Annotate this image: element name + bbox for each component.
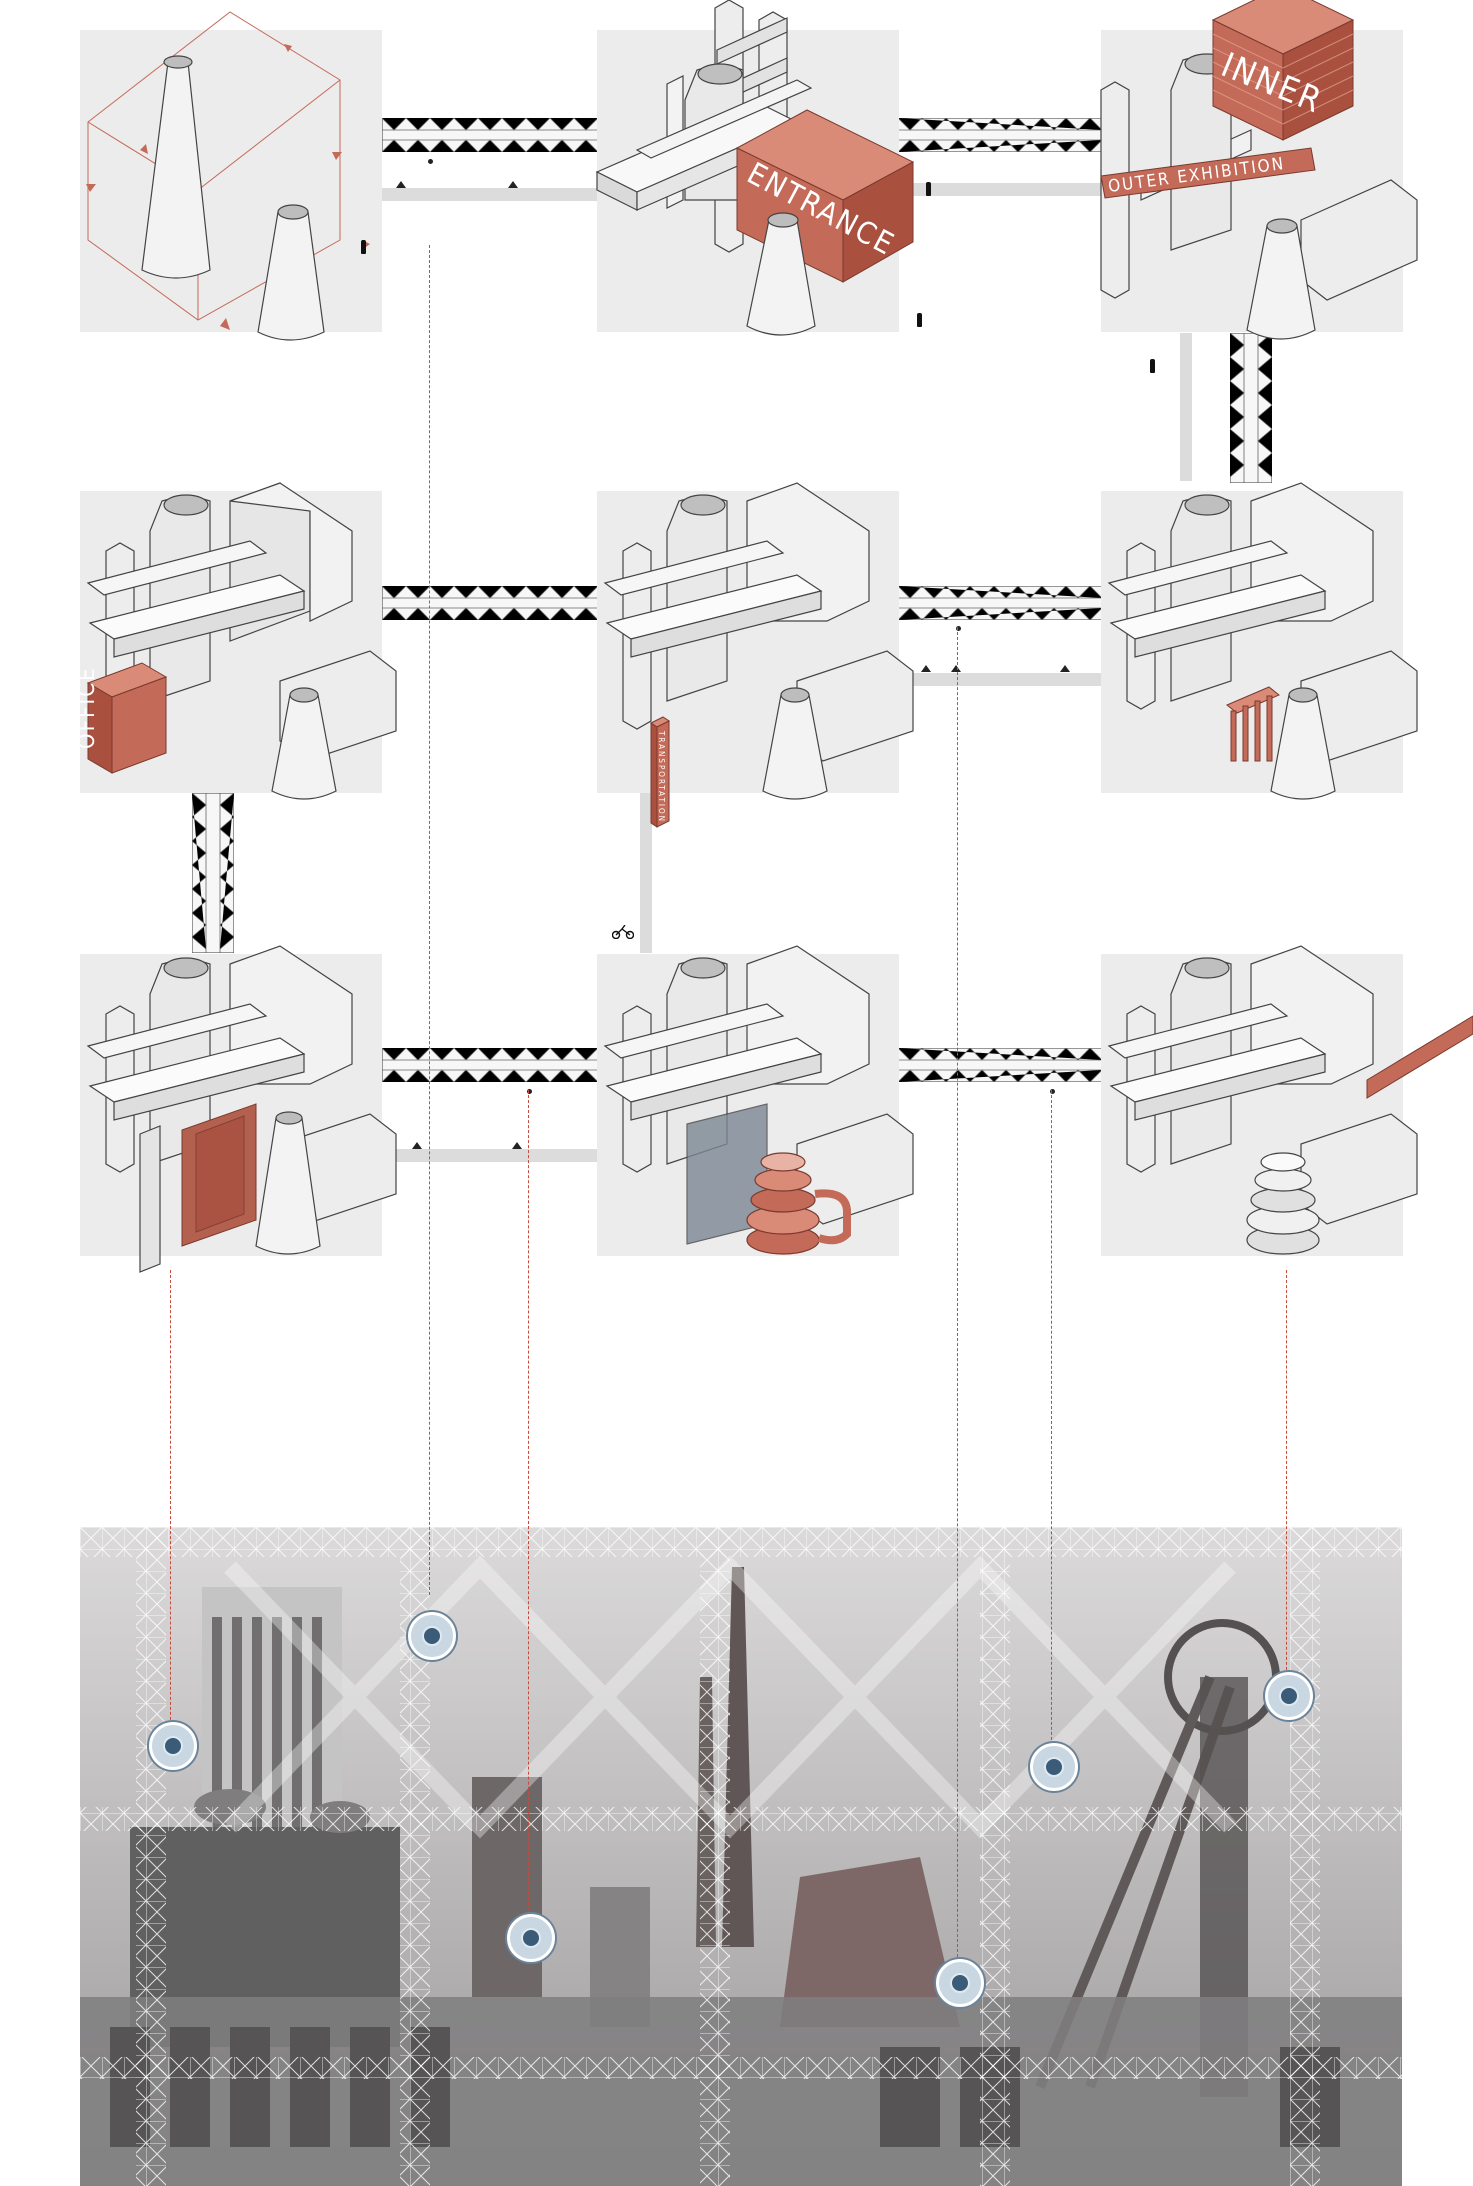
person-figure-icon [412, 1142, 422, 1149]
truss-bridge-r1-a [382, 118, 598, 152]
truss-bridge-r2-a [382, 586, 598, 620]
circular-location-marker-icon[interactable] [1030, 1743, 1078, 1791]
person-figure-icon [512, 1142, 522, 1149]
circular-location-marker-icon[interactable] [936, 1959, 984, 2007]
front-cone [746, 212, 816, 336]
front-cone [1270, 687, 1336, 800]
tile-2-entrance: ENTRANCE [595, 0, 915, 336]
ground-slab [382, 1149, 598, 1162]
ground-slab [640, 793, 652, 953]
tile-6-structure [1101, 482, 1418, 800]
person-figure-icon [508, 181, 518, 188]
truss-bridge-vertical-right [1230, 333, 1272, 483]
leader-line [1286, 1270, 1287, 1690]
building-mass [86, 482, 397, 762]
building-mass [1107, 482, 1418, 762]
office-volume: OFFICE [75, 662, 168, 774]
circular-location-marker-icon[interactable] [149, 1722, 197, 1770]
node-dot [1050, 1089, 1055, 1094]
tile-9-spiral-bridge [1101, 945, 1473, 1256]
person-figure-icon [921, 665, 931, 672]
circular-location-marker-icon[interactable] [1265, 1672, 1313, 1720]
person-figure-icon [396, 181, 406, 188]
truss-bridge-r1-b [898, 118, 1102, 152]
spiral-ramp [746, 1152, 851, 1255]
transportation-label: TRANSPORTATION [657, 730, 666, 823]
circular-location-marker-icon[interactable] [408, 1612, 456, 1660]
leader-line [170, 1270, 171, 1740]
person-figure-icon [1150, 359, 1155, 373]
tile-7-hall [80, 945, 397, 1273]
front-cone [255, 1111, 321, 1255]
person-figure-icon [926, 182, 931, 196]
tile-3-exhibition: INNER OUTER EXHIBITION [1100, 0, 1418, 340]
person-figure-icon [361, 240, 366, 254]
truss-bridge-r2-b [898, 586, 1102, 620]
tile-8-spiral [597, 945, 914, 1256]
building-mass [603, 482, 914, 762]
hall-volume [181, 1103, 257, 1247]
front-cone [1246, 218, 1316, 340]
transportation-shaft: TRANSPORTATION [650, 716, 670, 828]
truss-bridge-r3-a [382, 1048, 598, 1082]
tile-5-transportation: TRANSPORTATION [597, 482, 914, 828]
circular-location-marker-icon[interactable] [507, 1914, 555, 1962]
industrial-site-collage [80, 1527, 1402, 2186]
front-cone [762, 687, 828, 800]
cyclist-icon [612, 925, 634, 939]
column-cluster [1226, 686, 1280, 762]
person-figure-icon [951, 665, 961, 672]
ground-slab [382, 188, 598, 201]
tile-1-concept [80, 11, 382, 341]
truss-bridge-vertical-left [192, 793, 234, 953]
leader-line [528, 1090, 529, 1930]
person-figure-icon [1060, 665, 1070, 672]
building-mass [1107, 945, 1418, 1225]
tile-4-office: OFFICE [75, 482, 397, 800]
person-figure-icon [917, 313, 922, 327]
direction-arrow-icons [86, 44, 370, 330]
leader-line [429, 245, 430, 1595]
tall-cone [141, 55, 211, 279]
short-cone [257, 204, 325, 341]
ground-slab [1180, 333, 1192, 481]
node-dot [956, 626, 961, 631]
spiral-ramp [1246, 1152, 1320, 1255]
ground-slab [898, 673, 1102, 686]
ground-slab [898, 183, 1102, 196]
leader-line [1051, 1090, 1052, 1760]
node-dot [428, 159, 433, 164]
diagonal-bridge [1366, 1015, 1473, 1099]
leader-line [957, 627, 958, 1977]
front-cone [271, 687, 337, 800]
truss-bridge-r3-b [898, 1048, 1102, 1082]
frame-tower [595, 0, 813, 253]
inner-volume: INNER [1211, 0, 1355, 141]
node-dot [527, 1089, 532, 1094]
office-label: OFFICE [75, 666, 100, 749]
